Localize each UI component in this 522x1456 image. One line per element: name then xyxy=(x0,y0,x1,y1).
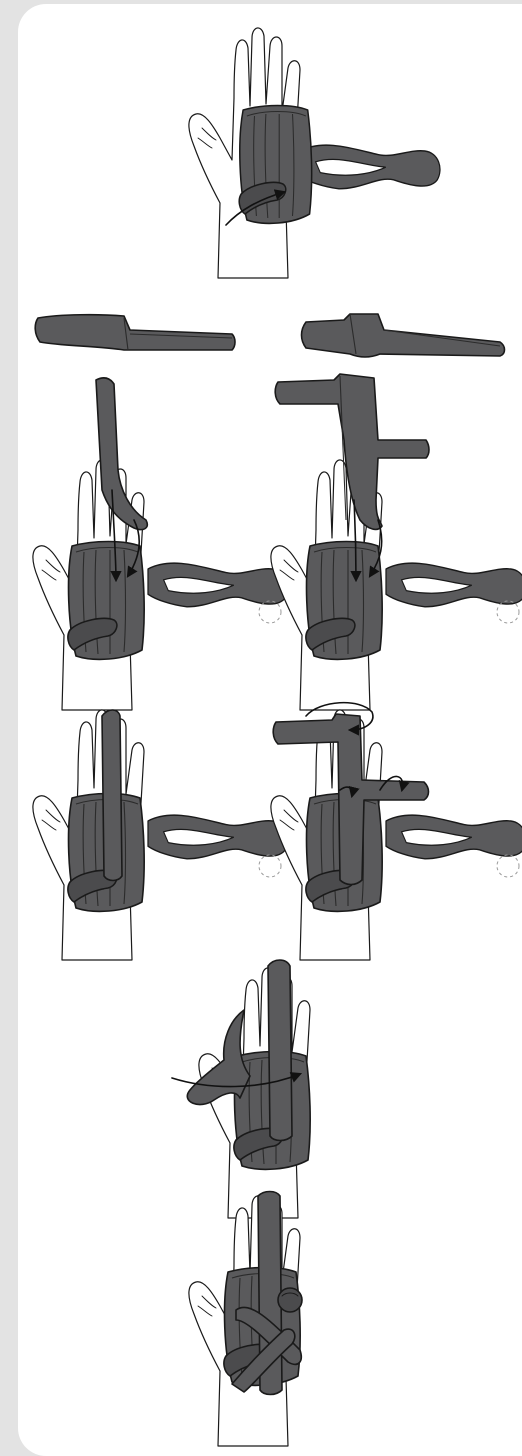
step-1-illustration xyxy=(189,28,440,278)
step-4a-illustration xyxy=(33,710,288,960)
hole-marker xyxy=(259,855,281,877)
step-3b-illustration xyxy=(271,374,522,710)
step-2a-part xyxy=(35,315,235,350)
hole-marker xyxy=(497,855,519,877)
step-5-illustration xyxy=(172,960,310,1218)
step-6-illustration xyxy=(189,1192,302,1447)
step-2b-part xyxy=(302,314,505,357)
step-3a-illustration xyxy=(33,378,288,710)
step-4b-illustration xyxy=(271,703,522,960)
